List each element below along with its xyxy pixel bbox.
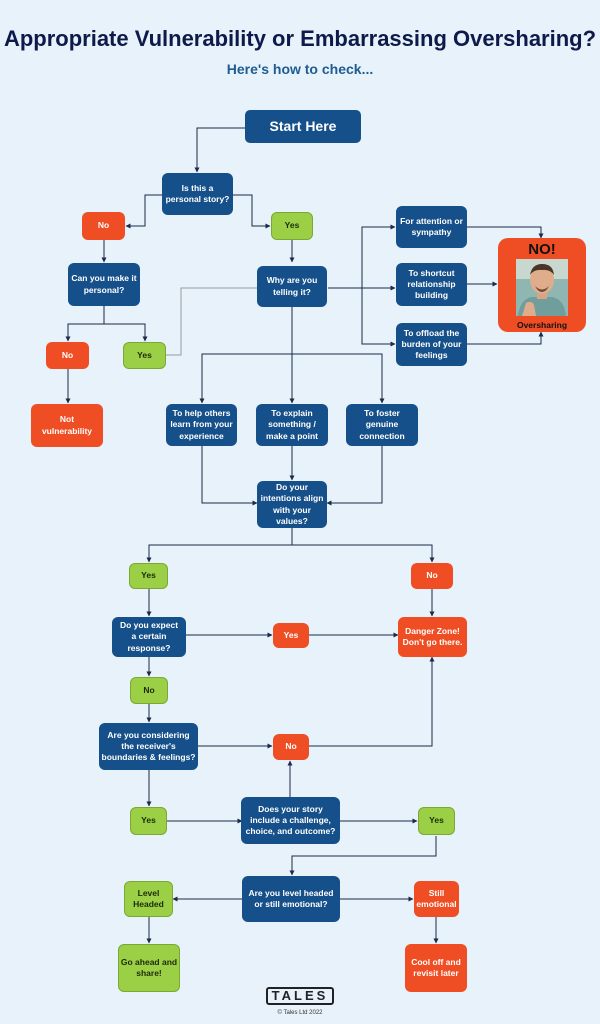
oversharing-label: Oversharing [516,320,568,330]
go-ahead-result: Go ahead and share! [118,944,180,992]
yes-can-make-personal: Yes [123,342,166,369]
start-node: Start Here [245,110,361,143]
person-photo [516,259,568,316]
tales-logo: TALES [266,987,334,1005]
story-structure-question: Does your story include a challenge, cho… [241,797,340,844]
danger-zone-result: Danger Zone! Don't go there. [398,617,467,657]
personal-story-question: Is this a personal story? [162,173,233,215]
yes-aligned: Yes [129,563,168,589]
expect-response-question: Do you expect a certain response? [112,617,186,657]
not-vulnerability-result: Not vulnerability [31,404,103,447]
no-cannot-make-personal: No [46,342,89,369]
option-offload: To offload the burden of your feelings [396,323,467,366]
oversharing-card: NO! Oversharing [498,238,586,332]
level-headed-option: Level Headed [124,881,173,917]
copyright-text: © Tales Ltd 2022 [277,1010,323,1016]
no-not-considering: No [273,734,309,760]
yes-personal: Yes [271,212,313,240]
option-attention: For attention or sympathy [396,206,467,248]
level-headed-question: Are you level headed or still emotional? [242,876,340,922]
page-title: Appropriate Vulnerability or Embarrassin… [3,26,597,51]
why-telling-question: Why are you telling it? [257,266,327,307]
still-emotional-option: Still emotional [414,881,459,917]
option-help-others: To help others learn from your experienc… [166,404,237,446]
no-expectation: No [130,677,168,704]
page-subtitle: Here's how to check... [226,61,374,77]
yes-expects-response: Yes [273,623,309,648]
option-shortcut: To shortcut relationship building [396,263,467,306]
option-foster-connection: To foster genuine connection [346,404,418,446]
receiver-boundaries-question: Are you considering the receiver's bound… [99,723,198,770]
yes-has-structure: Yes [418,807,455,835]
intentions-align-question: Do your intentions align with your value… [257,481,327,528]
cool-off-result: Cool off and revisit later [405,944,467,992]
option-explain: To explain something / make a point [256,404,328,446]
no-not-aligned: No [411,563,453,589]
no-heading: NO! [528,241,556,258]
no-not-personal: No [82,212,125,240]
make-personal-question: Can you make it personal? [68,263,140,306]
yes-considering: Yes [130,807,167,835]
